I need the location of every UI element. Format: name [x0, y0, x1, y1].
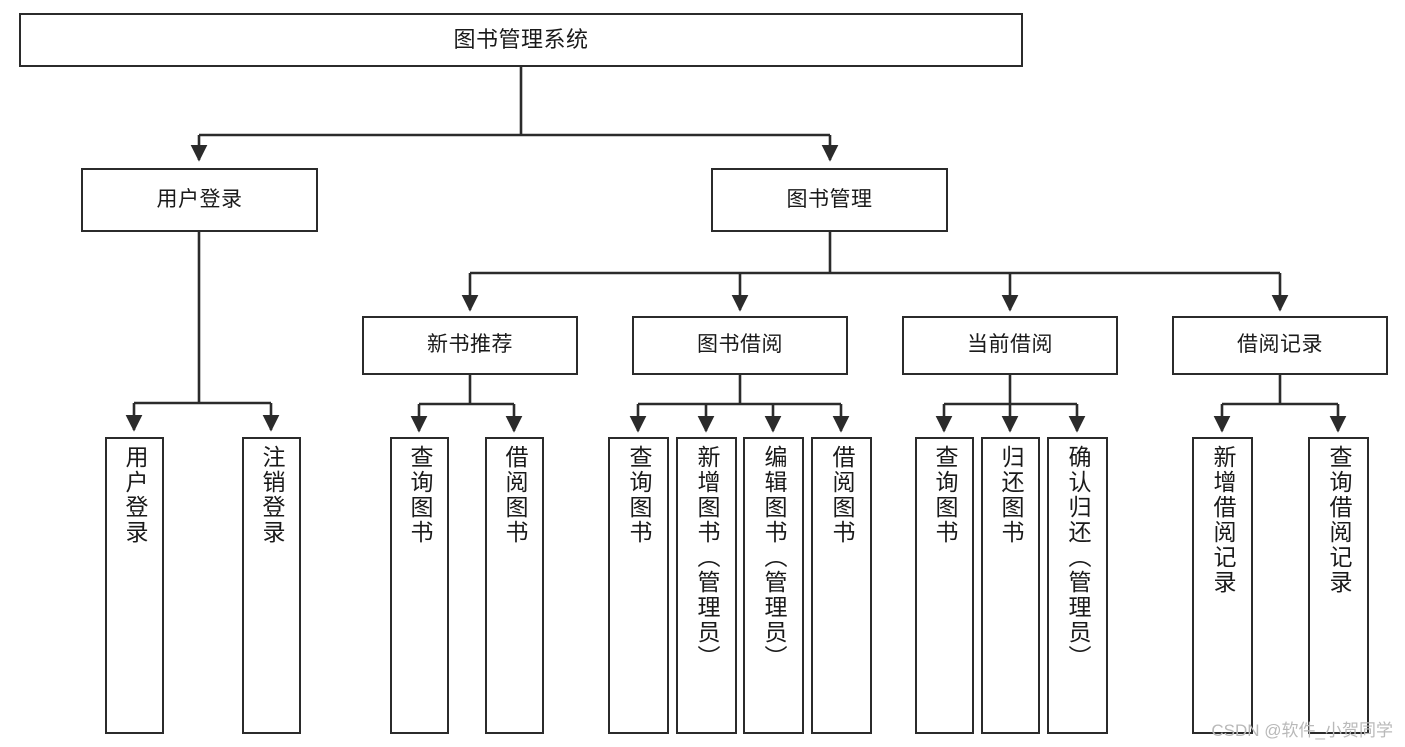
node-book-borrow[interactable]: 图书借阅 — [632, 316, 848, 375]
leaf-query-book-2[interactable]: 查询图书 — [608, 437, 669, 734]
leaf-query-record[interactable]: 查询借阅记录 — [1308, 437, 1369, 734]
node-new-book-recommend[interactable]: 新书推荐 — [362, 316, 578, 375]
leaf-add-record-label: 新增借阅记录 — [1210, 445, 1236, 595]
leaf-confirm-return[interactable]: 确认归还（管理员） — [1047, 437, 1108, 734]
leaf-edit-book[interactable]: 编辑图书（管理员） — [743, 437, 804, 734]
node-user-login-label: 用户登录 — [156, 187, 243, 211]
node-user-login[interactable]: 用户登录 — [81, 168, 318, 232]
leaf-user-login-label: 用户登录 — [122, 445, 148, 545]
node-root[interactable]: 图书管理系统 — [19, 13, 1023, 67]
leaf-borrow-book-2[interactable]: 借阅图书 — [811, 437, 872, 734]
leaf-return-book-label: 归还图书 — [998, 445, 1024, 545]
leaf-query-book-1-label: 查询图书 — [407, 445, 433, 545]
node-new-book-recommend-label: 新书推荐 — [427, 333, 513, 357]
leaf-query-book-3-label: 查询图书 — [932, 445, 958, 545]
leaf-confirm-return-label: 确认归还（管理员） — [1065, 445, 1091, 670]
leaf-query-book-3[interactable]: 查询图书 — [915, 437, 974, 734]
leaf-query-book-1[interactable]: 查询图书 — [390, 437, 449, 734]
leaf-add-book[interactable]: 新增图书（管理员） — [676, 437, 737, 734]
leaf-query-book-2-label: 查询图书 — [626, 445, 652, 545]
node-root-label: 图书管理系统 — [453, 27, 589, 53]
node-current-borrow[interactable]: 当前借阅 — [902, 316, 1118, 375]
leaf-add-book-label: 新增图书（管理员） — [694, 445, 720, 670]
node-book-manage-label: 图书管理 — [786, 187, 873, 211]
leaf-borrow-book-2-label: 借阅图书 — [829, 445, 855, 545]
node-borrow-record[interactable]: 借阅记录 — [1172, 316, 1388, 375]
leaf-borrow-book-1[interactable]: 借阅图书 — [485, 437, 544, 734]
leaf-add-record[interactable]: 新增借阅记录 — [1192, 437, 1253, 734]
node-book-borrow-label: 图书借阅 — [697, 333, 783, 357]
leaf-return-book[interactable]: 归还图书 — [981, 437, 1040, 734]
leaf-user-login[interactable]: 用户登录 — [105, 437, 164, 734]
node-book-manage[interactable]: 图书管理 — [711, 168, 948, 232]
leaf-query-record-label: 查询借阅记录 — [1326, 445, 1352, 595]
leaf-logout-label: 注销登录 — [259, 445, 285, 545]
leaf-borrow-book-1-label: 借阅图书 — [502, 445, 528, 545]
leaf-logout[interactable]: 注销登录 — [242, 437, 301, 734]
node-borrow-record-label: 借阅记录 — [1237, 333, 1323, 357]
leaf-edit-book-label: 编辑图书（管理员） — [761, 445, 787, 670]
node-current-borrow-label: 当前借阅 — [967, 333, 1053, 357]
